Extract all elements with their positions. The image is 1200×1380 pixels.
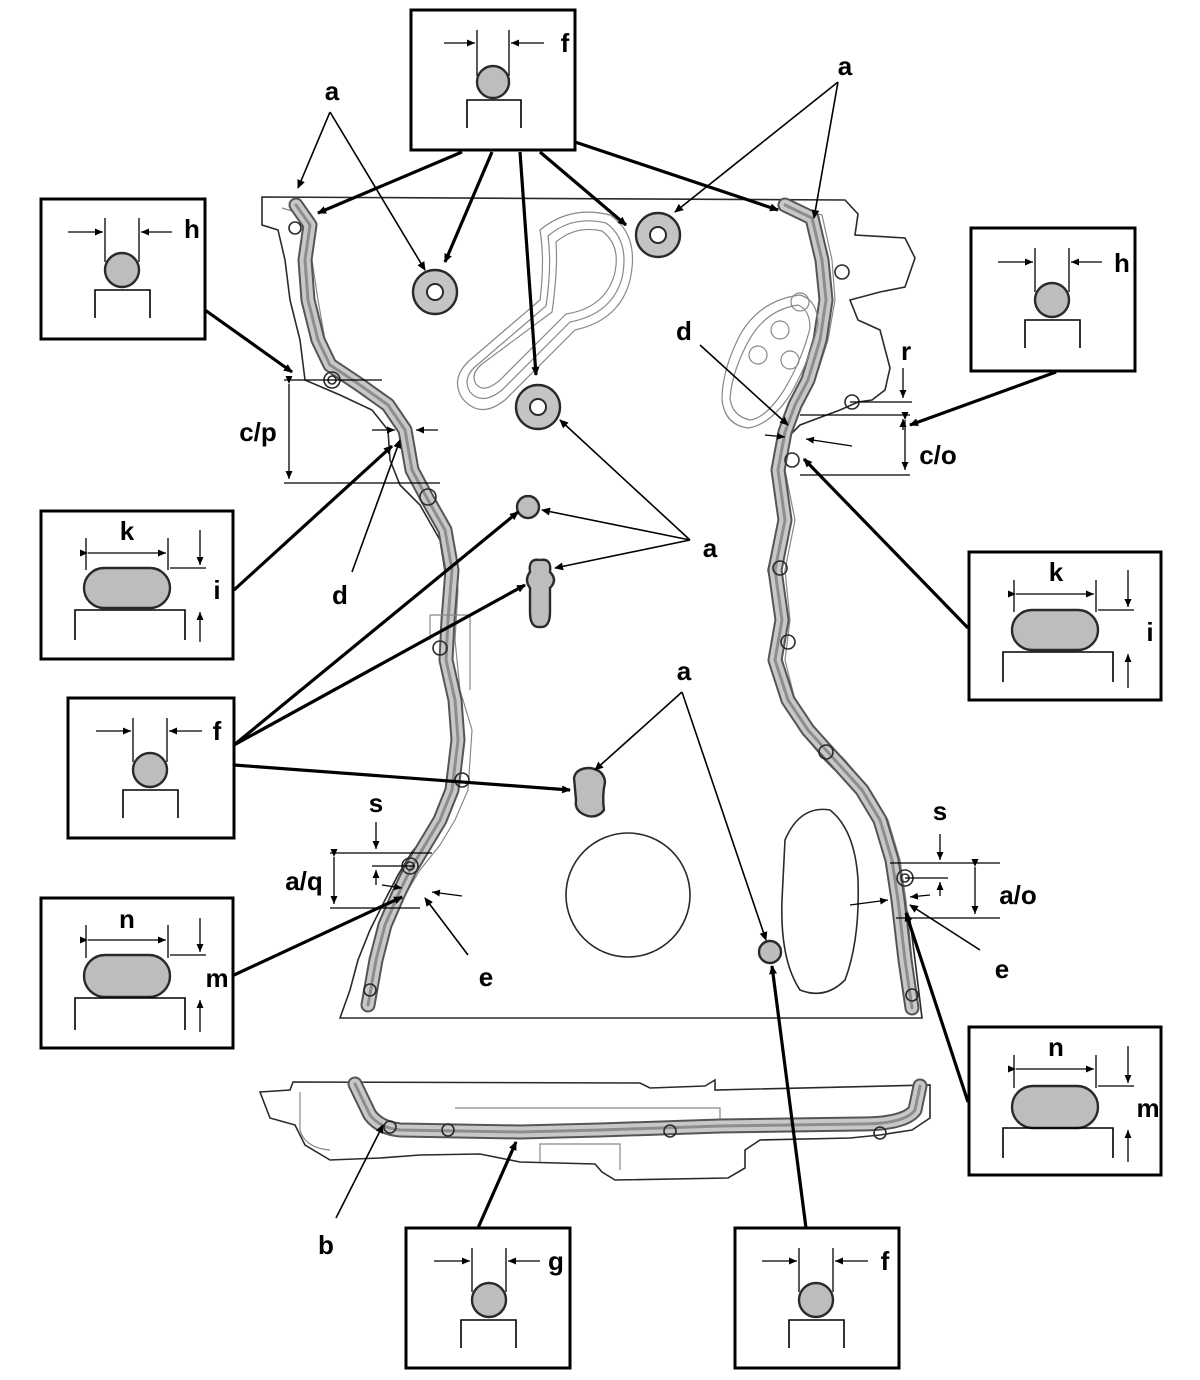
- label-c-o: c/o: [919, 440, 957, 470]
- label-e: e: [479, 962, 493, 992]
- dimension-lines: [284, 368, 1000, 919]
- label-r: r: [901, 336, 911, 366]
- detail-box-left-h: h: [39, 197, 207, 341]
- svg-text:m: m: [1136, 1093, 1159, 1123]
- label-b: b: [318, 1230, 334, 1260]
- detail-box-left-f: f: [66, 696, 236, 840]
- sealant-spots: [411, 211, 783, 965]
- svg-text:n: n: [119, 904, 135, 934]
- callout-letters: a a a a b d d e e: [318, 51, 1009, 1260]
- detail-box-bottom-f: f: [733, 1226, 901, 1370]
- cover-inner-flange-right: [784, 207, 919, 1011]
- svg-text:h: h: [184, 214, 200, 244]
- svg-text:i: i: [1146, 617, 1153, 647]
- svg-text:m: m: [205, 963, 228, 993]
- svg-text:k: k: [120, 516, 135, 546]
- label-a-o: a/o: [999, 880, 1037, 910]
- label-e: e: [995, 954, 1009, 984]
- label-a: a: [838, 51, 853, 81]
- label-d: d: [332, 580, 348, 610]
- crank-opening: [565, 832, 691, 958]
- dimension-text: c/p c/o a/q a/o r s s: [239, 336, 1037, 910]
- oil-pan-outline: [258, 1078, 931, 1181]
- label-a-q: a/q: [285, 866, 323, 896]
- timing-cover: [261, 196, 923, 1019]
- svg-text:h: h: [1114, 248, 1130, 278]
- detail-box-right-k: k i: [967, 550, 1163, 702]
- callout-leaders: [297, 81, 981, 1219]
- svg-text:g: g: [548, 1246, 564, 1276]
- svg-text:n: n: [1048, 1032, 1064, 1062]
- label-a: a: [677, 656, 692, 686]
- svg-text:f: f: [213, 716, 222, 746]
- svg-text:i: i: [213, 575, 220, 605]
- detail-box-right-h: h: [969, 226, 1137, 373]
- label-s: s: [369, 788, 383, 818]
- detail-box-left-n: n m: [39, 896, 235, 1050]
- flange-bolt-holes: [288, 221, 919, 1002]
- detail-box-right-n: n m: [967, 1025, 1163, 1177]
- label-a: a: [703, 533, 718, 563]
- detail-leaders: [204, 140, 1057, 1229]
- detail-box-bottom-g: g: [404, 1226, 572, 1370]
- label-s: s: [933, 796, 947, 826]
- detail-box-top-f: f: [409, 8, 577, 152]
- oil-pan: [258, 1076, 931, 1181]
- cover-embossing: [456, 211, 819, 429]
- label-a: a: [325, 76, 340, 106]
- label-c-p: c/p: [239, 417, 277, 447]
- svg-text:f: f: [561, 28, 570, 58]
- lower-right-recess: [781, 808, 860, 995]
- svg-text:f: f: [881, 1246, 890, 1276]
- label-d: d: [676, 316, 692, 346]
- svg-text:k: k: [1049, 557, 1064, 587]
- detail-box-left-k: k i: [39, 509, 235, 661]
